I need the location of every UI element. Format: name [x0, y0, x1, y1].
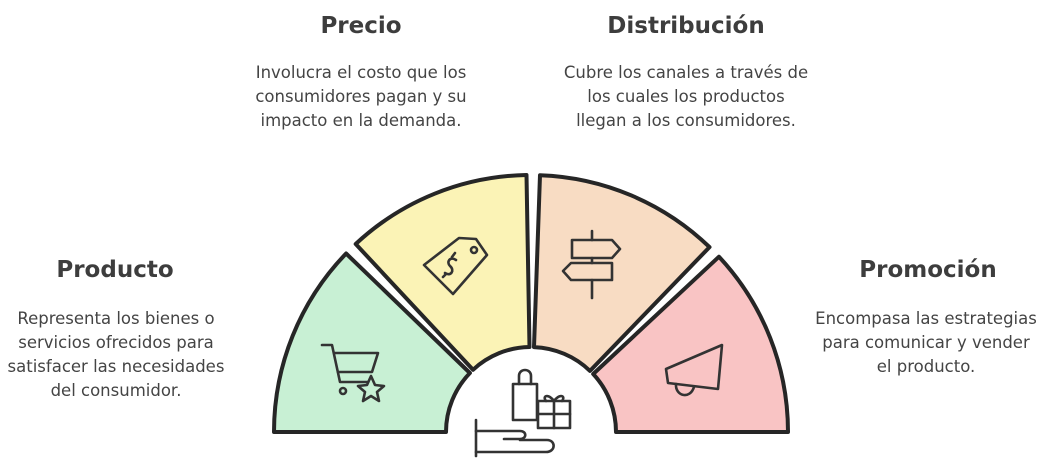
distribucion-description: Cubre los canales a través de los cuales…	[563, 63, 809, 130]
producto-title: Producto	[56, 257, 174, 283]
producto-description: Representa los bienes o servicios ofreci…	[7, 309, 225, 400]
distribucion-title: Distribución	[607, 13, 765, 39]
shopping-hand-gift-icon	[474, 368, 572, 458]
promocion-title: Promoción	[859, 257, 997, 283]
promocion-description: Encompasa las estrategias para comunicar…	[815, 309, 1037, 376]
precio-title: Precio	[320, 13, 402, 39]
megaphone-icon	[664, 343, 724, 397]
promocion-segment	[591, 254, 790, 434]
precio-segment	[353, 173, 532, 372]
precio-description: Involucra el costo que los consumidores …	[255, 63, 467, 130]
signpost-icon	[561, 229, 622, 300]
producto-segment	[272, 251, 472, 434]
price-tag-icon	[422, 236, 489, 296]
distribucion-segment	[532, 173, 712, 373]
shopping-cart-star-icon	[320, 343, 386, 403]
